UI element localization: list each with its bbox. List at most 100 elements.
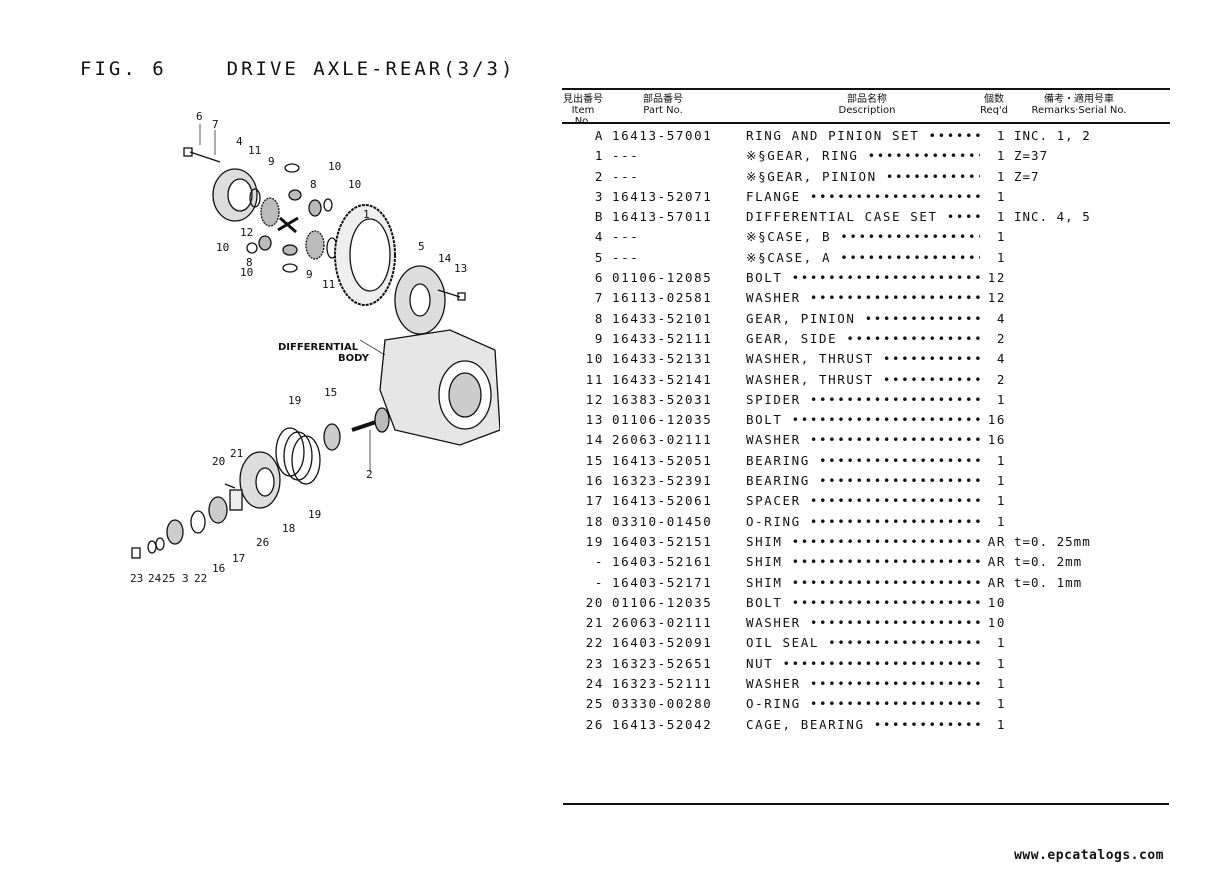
description: DIFFERENTIAL CASE SET ••••••••••••••••••… bbox=[746, 209, 1002, 225]
item-number: 1 bbox=[594, 148, 604, 164]
quantity-required: 1 bbox=[980, 473, 1006, 489]
table-row: 4---※§CASE, B ••••••••••••••••••••••••••… bbox=[562, 227, 1170, 247]
quantity-required: 2 bbox=[980, 330, 1006, 346]
svg-text:10: 10 bbox=[216, 241, 229, 254]
part-number: 03330-00280 bbox=[612, 696, 713, 712]
item-number: 8 bbox=[594, 310, 604, 326]
quantity-required: AR bbox=[980, 574, 1006, 590]
description: BOLT •••••••••••••••••••••••••••••••••••… bbox=[746, 594, 1002, 610]
svg-text:15: 15 bbox=[324, 386, 337, 399]
svg-text:8: 8 bbox=[246, 256, 253, 269]
description: BEARING ••••••••••••••••••••••••••••••••… bbox=[746, 473, 1002, 489]
part-number: --- bbox=[612, 168, 640, 184]
description: RING AND PINION SET ••••••••••••••••••••… bbox=[746, 128, 1002, 143]
part-number: 01106-12035 bbox=[612, 412, 713, 428]
table-row: 1 --- ※§GEAR, RING •••••••••••••••••••••••… bbox=[562, 146, 1170, 166]
part-number: 16433-52111 bbox=[612, 330, 713, 346]
item-number: 15 bbox=[585, 452, 604, 468]
description: SHIM •••••••••••••••••••••••••••••••••••… bbox=[746, 574, 1002, 590]
item-number: 17 bbox=[585, 493, 604, 509]
quantity-required: 1 bbox=[980, 513, 1006, 529]
quantity-required: 1 bbox=[980, 655, 1006, 671]
description: ※§GEAR, RING •••••••••••••••••••••••••••… bbox=[746, 148, 1002, 164]
description: ※§CASE, A ••••••••••••••••••••••••••••••… bbox=[746, 249, 1002, 265]
svg-text:3: 3 bbox=[182, 572, 189, 585]
description: GEAR, PINION •••••••••••••••••••••••••••… bbox=[746, 310, 1002, 326]
part-number: 16413-52071 bbox=[612, 188, 713, 204]
table-row: 2---※§GEAR, PINION •••••••••••••••••••••… bbox=[562, 167, 1170, 187]
quantity-required: 10 bbox=[980, 615, 1006, 631]
svg-text:5: 5 bbox=[418, 240, 425, 253]
svg-text:13: 13 bbox=[454, 262, 467, 275]
quantity-required: 1 bbox=[980, 168, 1006, 184]
quantity-required: 4 bbox=[980, 351, 1006, 367]
quantity-required: 1 bbox=[980, 696, 1006, 712]
description: O-RING •••••••••••••••••••••••••••••••••… bbox=[746, 513, 1002, 529]
item-number: - bbox=[594, 574, 604, 590]
description: WASHER •••••••••••••••••••••••••••••••••… bbox=[746, 615, 1002, 631]
quantity-required: 1 bbox=[980, 716, 1006, 732]
part-number: --- bbox=[612, 229, 640, 245]
remarks: t=0. 1mm bbox=[1014, 574, 1083, 590]
quantity-required: 1 bbox=[980, 249, 1006, 265]
part-number: 26063-02111 bbox=[612, 615, 713, 631]
part-number: 16383-52031 bbox=[612, 391, 713, 407]
item-number: 16 bbox=[585, 473, 604, 489]
quantity-required: 10 bbox=[980, 594, 1006, 610]
item-number: 14 bbox=[585, 432, 604, 448]
svg-text:11: 11 bbox=[248, 144, 261, 157]
description: GEAR, SIDE •••••••••••••••••••••••••••••… bbox=[746, 330, 1002, 346]
part-number: 16413-57011 bbox=[612, 209, 713, 225]
item-number: 22 bbox=[585, 635, 604, 651]
svg-text:25: 25 bbox=[162, 572, 175, 585]
part-number: 16413-52061 bbox=[612, 493, 713, 509]
description: SHIM •••••••••••••••••••••••••••••••••••… bbox=[746, 554, 1002, 570]
remarks: INC. 4, 5 bbox=[1014, 209, 1091, 225]
svg-text:9: 9 bbox=[306, 268, 313, 281]
item-number: 13 bbox=[585, 412, 604, 428]
part-number: 16323-52111 bbox=[612, 676, 713, 692]
description: OIL SEAL •••••••••••••••••••••••••••••••… bbox=[746, 635, 1002, 651]
svg-text:10: 10 bbox=[328, 160, 341, 173]
quantity-required: 1 bbox=[980, 209, 1006, 225]
table-row: 13 01106-12035 BOLT ••••••••••••••••••••••… bbox=[562, 410, 1170, 430]
description: SPIDER •••••••••••••••••••••••••••••••••… bbox=[746, 391, 1002, 407]
item-number: 25 bbox=[585, 696, 604, 712]
quantity-required: 16 bbox=[980, 432, 1006, 448]
part-number: --- bbox=[612, 148, 640, 164]
part-number: 16403-52151 bbox=[612, 533, 713, 549]
quantity-required: 1 bbox=[980, 635, 1006, 651]
exploded-parts-diagram: 6 7 4 11 9 10 8 10 1 12 10 8 10 9 11 5 1… bbox=[130, 110, 500, 585]
description: WASHER, THRUST •••••••••••••••••••••••••… bbox=[746, 351, 1002, 367]
description: WASHER, THRUST •••••••••••••••••••••••••… bbox=[746, 371, 1002, 387]
remarks: t=0. 25mm bbox=[1014, 533, 1091, 549]
part-number: 16413-52051 bbox=[612, 452, 713, 468]
quantity-required: 1 bbox=[980, 452, 1006, 468]
quantity-required: 4 bbox=[980, 310, 1006, 326]
description: BOLT •••••••••••••••••••••••••••••••••••… bbox=[746, 412, 1002, 428]
part-number: 01106-12085 bbox=[612, 270, 713, 286]
part-number: 16433-52141 bbox=[612, 371, 713, 387]
footer-url: www.epcatalogs.com bbox=[1014, 848, 1164, 863]
svg-text:9: 9 bbox=[268, 155, 275, 168]
remarks: Z=37 bbox=[1014, 148, 1049, 164]
item-number: 5 bbox=[594, 249, 604, 265]
svg-text:7: 7 bbox=[212, 118, 219, 131]
quantity-required: 12 bbox=[980, 290, 1006, 306]
svg-text:18: 18 bbox=[282, 522, 295, 535]
